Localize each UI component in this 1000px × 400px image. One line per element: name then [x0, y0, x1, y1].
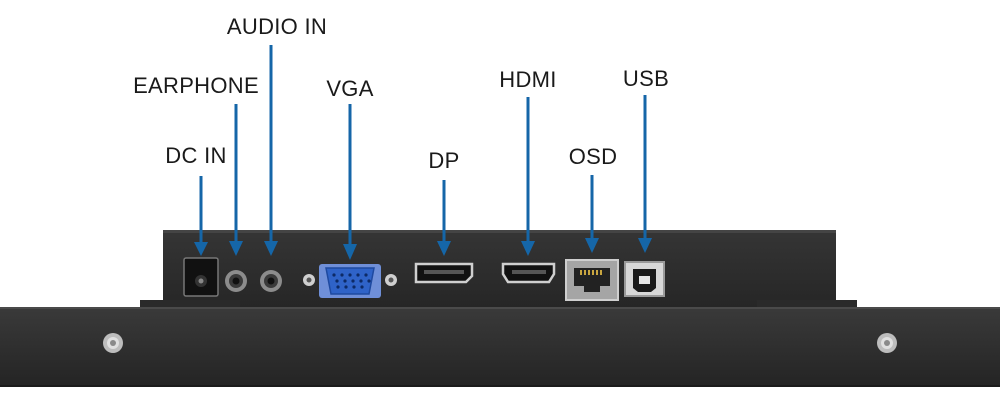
hdmi-port	[501, 262, 556, 284]
label-dc-in: DC IN	[165, 143, 227, 168]
label-earphone: EARPHONE	[133, 73, 259, 98]
screw-right	[877, 333, 897, 353]
label-vga: VGA	[326, 76, 374, 101]
dc-in-port	[183, 257, 219, 297]
screw-left	[103, 333, 123, 353]
arrow-hdmi	[521, 97, 535, 256]
arrow-vga	[343, 104, 357, 260]
label-hdmi: HDMI	[499, 67, 557, 92]
arrow-earphone	[229, 104, 243, 256]
port-housing	[163, 230, 836, 308]
arrow-dp	[437, 180, 451, 256]
dp-port	[414, 262, 474, 284]
earphone-port	[225, 270, 247, 292]
arrow-dc-in	[194, 176, 208, 256]
label-osd: OSD	[568, 144, 618, 169]
front-bezel	[0, 307, 1000, 387]
audio-in-port	[260, 270, 282, 292]
label-audio-in: AUDIO IN	[226, 14, 328, 39]
usb-port	[624, 261, 665, 297]
arrow-audio-in	[264, 45, 278, 256]
vga-port	[303, 264, 397, 298]
label-usb: USB	[622, 66, 670, 91]
arrow-osd	[585, 175, 599, 253]
arrow-usb	[638, 95, 652, 253]
bracket-left	[140, 300, 240, 310]
osd-port	[565, 259, 619, 301]
label-dp: DP	[428, 148, 460, 173]
bracket-right	[757, 300, 857, 310]
